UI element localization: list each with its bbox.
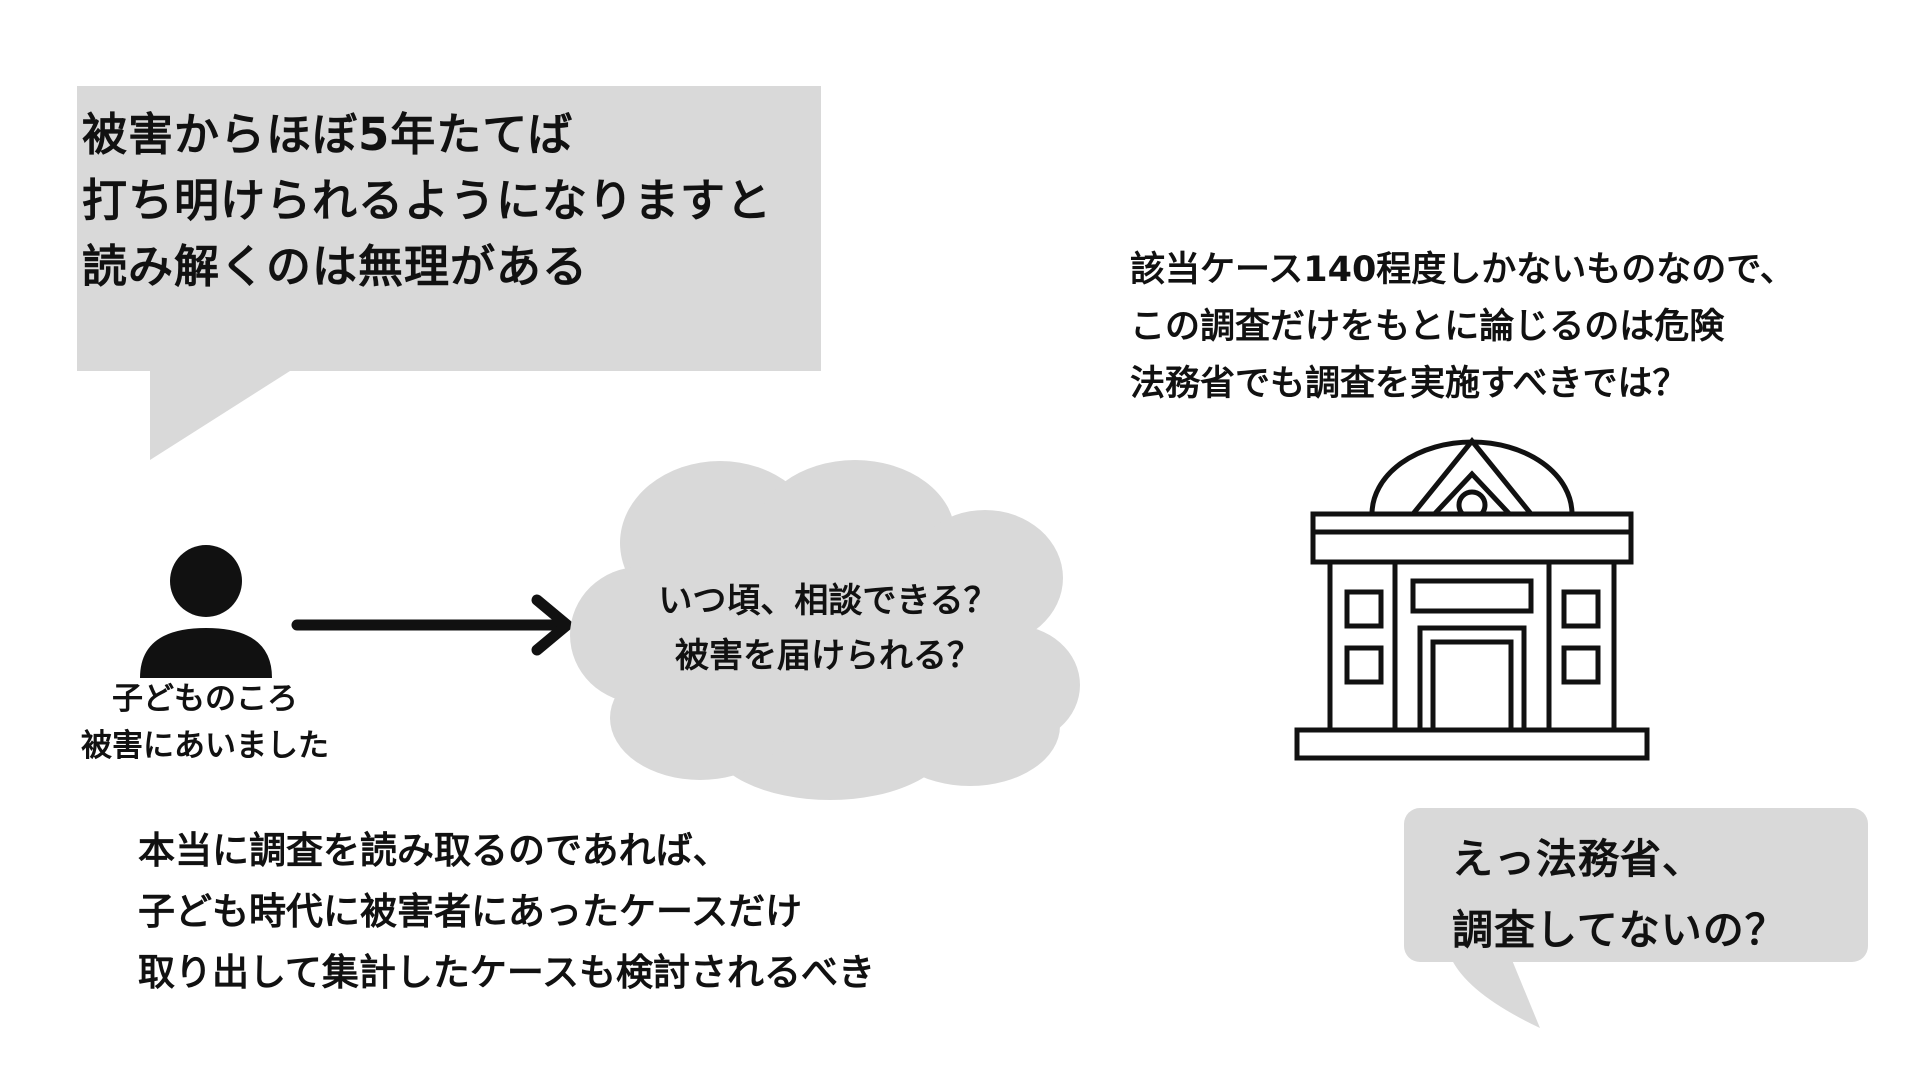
speech-bubble-bottom-right-text: えっ法務省、 調査してないの？ — [1452, 824, 1787, 966]
thought-cloud — [570, 460, 1080, 800]
right-note-line-2: この調査だけをもとに論じるのは危険 — [1130, 307, 1725, 347]
person-label-line-1: 子どものころ — [112, 681, 298, 717]
bottom-note-line-2: 子ども時代に被害者にあったケースだけ — [138, 890, 803, 933]
speech-top-line-3: 読み解くのは無理がある — [82, 240, 589, 293]
speech-top-line-1: 被害からほぼ5年たてば — [82, 108, 574, 161]
person-label: 子どものころ 被害にあいました — [40, 676, 370, 770]
bottom-note-line-3: 取り出して集計したケースも検討されるべき — [138, 951, 876, 994]
bottom-note-line-1: 本当に調査を読み取るのであれば、 — [138, 829, 730, 872]
speech-bubble-bottom-right — [1404, 808, 1868, 1028]
thought-cloud-text: いつ頃、相談できる？ 被害を届けられる？ — [588, 574, 1068, 684]
right-note-line-3: 法務省でも調査を実施すべきでは？ — [1130, 364, 1688, 404]
cloud-line-1: いつ頃、相談できる？ — [658, 581, 998, 621]
person-icon — [140, 545, 272, 678]
cloud-line-2: 被害を届けられる？ — [675, 636, 981, 676]
speech-br-line-1: えっ法務省、 — [1452, 835, 1704, 883]
right-note-line-1: 該当ケース140程度しかないものなので、 — [1130, 250, 1795, 290]
speech-top-line-2: 打ち明けられるようになりますと — [82, 174, 773, 227]
arrow-right-icon — [291, 594, 573, 656]
speech-br-line-2: 調査してないの？ — [1452, 906, 1787, 954]
person-label-line-2: 被害にあいました — [81, 728, 329, 764]
speech-bubble-top-text: 被害からほぼ5年たてば 打ち明けられるようになりますと 読み解くのは無理がある — [82, 102, 772, 300]
right-note: 該当ケース140程度しかないものなので、 この調査だけをもとに論じるのは危険 法… — [1130, 242, 1795, 413]
speech-bubble-top — [77, 86, 821, 460]
bottom-note: 本当に調査を読み取るのであれば、 子ども時代に被害者にあったケースだけ 取り出し… — [138, 820, 875, 1003]
government-building-icon — [1294, 437, 1650, 761]
